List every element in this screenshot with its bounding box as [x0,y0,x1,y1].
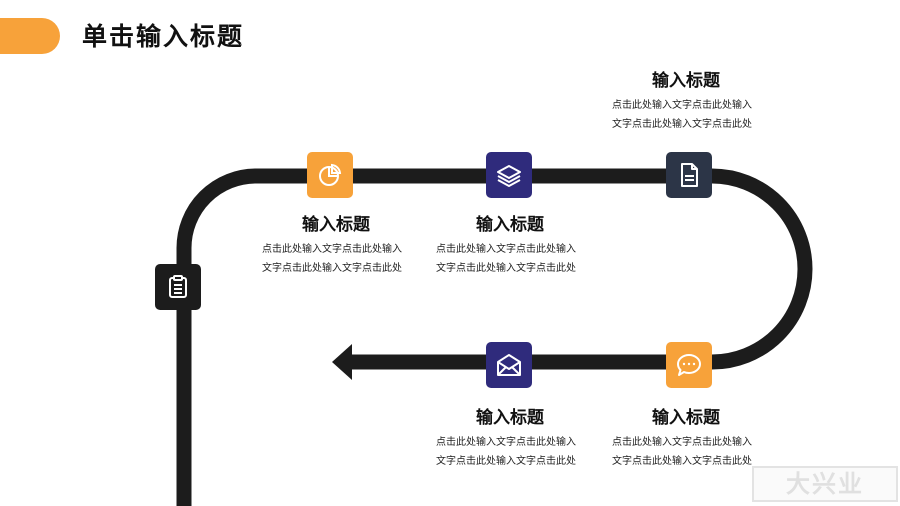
road-arrow-head [332,344,352,380]
step-heading: 输入标题 [476,408,544,428]
step-block-2: 输入标题 点击此处输入文字点击此处输入文字点击此处输入文字点击此处 [256,214,416,278]
step-heading: 输入标题 [652,408,720,428]
pie-chart-icon [307,152,353,198]
step-heading: 输入标题 [302,215,370,235]
step-text: 点击此处输入文字点击此处输入文字点击此处输入文字点击此处 [612,437,752,467]
step-text: 点击此处输入文字点击此处输入文字点击此处输入文字点击此处 [436,437,576,467]
mail-icon [486,342,532,388]
document-icon [666,152,712,198]
watermark-logo: 大兴业 [752,466,898,502]
step-text: 点击此处输入文字点击此处输入文字点击此处输入文字点击此处 [436,244,576,274]
layers-icon [486,152,532,198]
step-block-6: 输入标题 点击此处输入文字点击此处输入文字点击此处输入文字点击此处 [430,407,590,471]
page-title: 单击输入标题 [82,22,245,51]
title-accent-tab [0,18,60,54]
step-block-4: 输入标题 点击此处输入文字点击此处输入文字点击此处输入文字点击此处 [606,70,766,134]
clipboard-icon [155,264,201,310]
step-text: 点击此处输入文字点击此处输入文字点击此处输入文字点击此处 [262,244,402,274]
chat-bubble-icon [666,342,712,388]
step-block-3: 输入标题 点击此处输入文字点击此处输入文字点击此处输入文字点击此处 [430,214,590,278]
road-path [176,168,813,506]
step-block-5: 输入标题 点击此处输入文字点击此处输入文字点击此处输入文字点击此处 [606,407,766,471]
step-text: 点击此处输入文字点击此处输入文字点击此处输入文字点击此处 [612,100,752,130]
step-heading: 输入标题 [476,215,544,235]
step-heading: 输入标题 [652,71,720,91]
